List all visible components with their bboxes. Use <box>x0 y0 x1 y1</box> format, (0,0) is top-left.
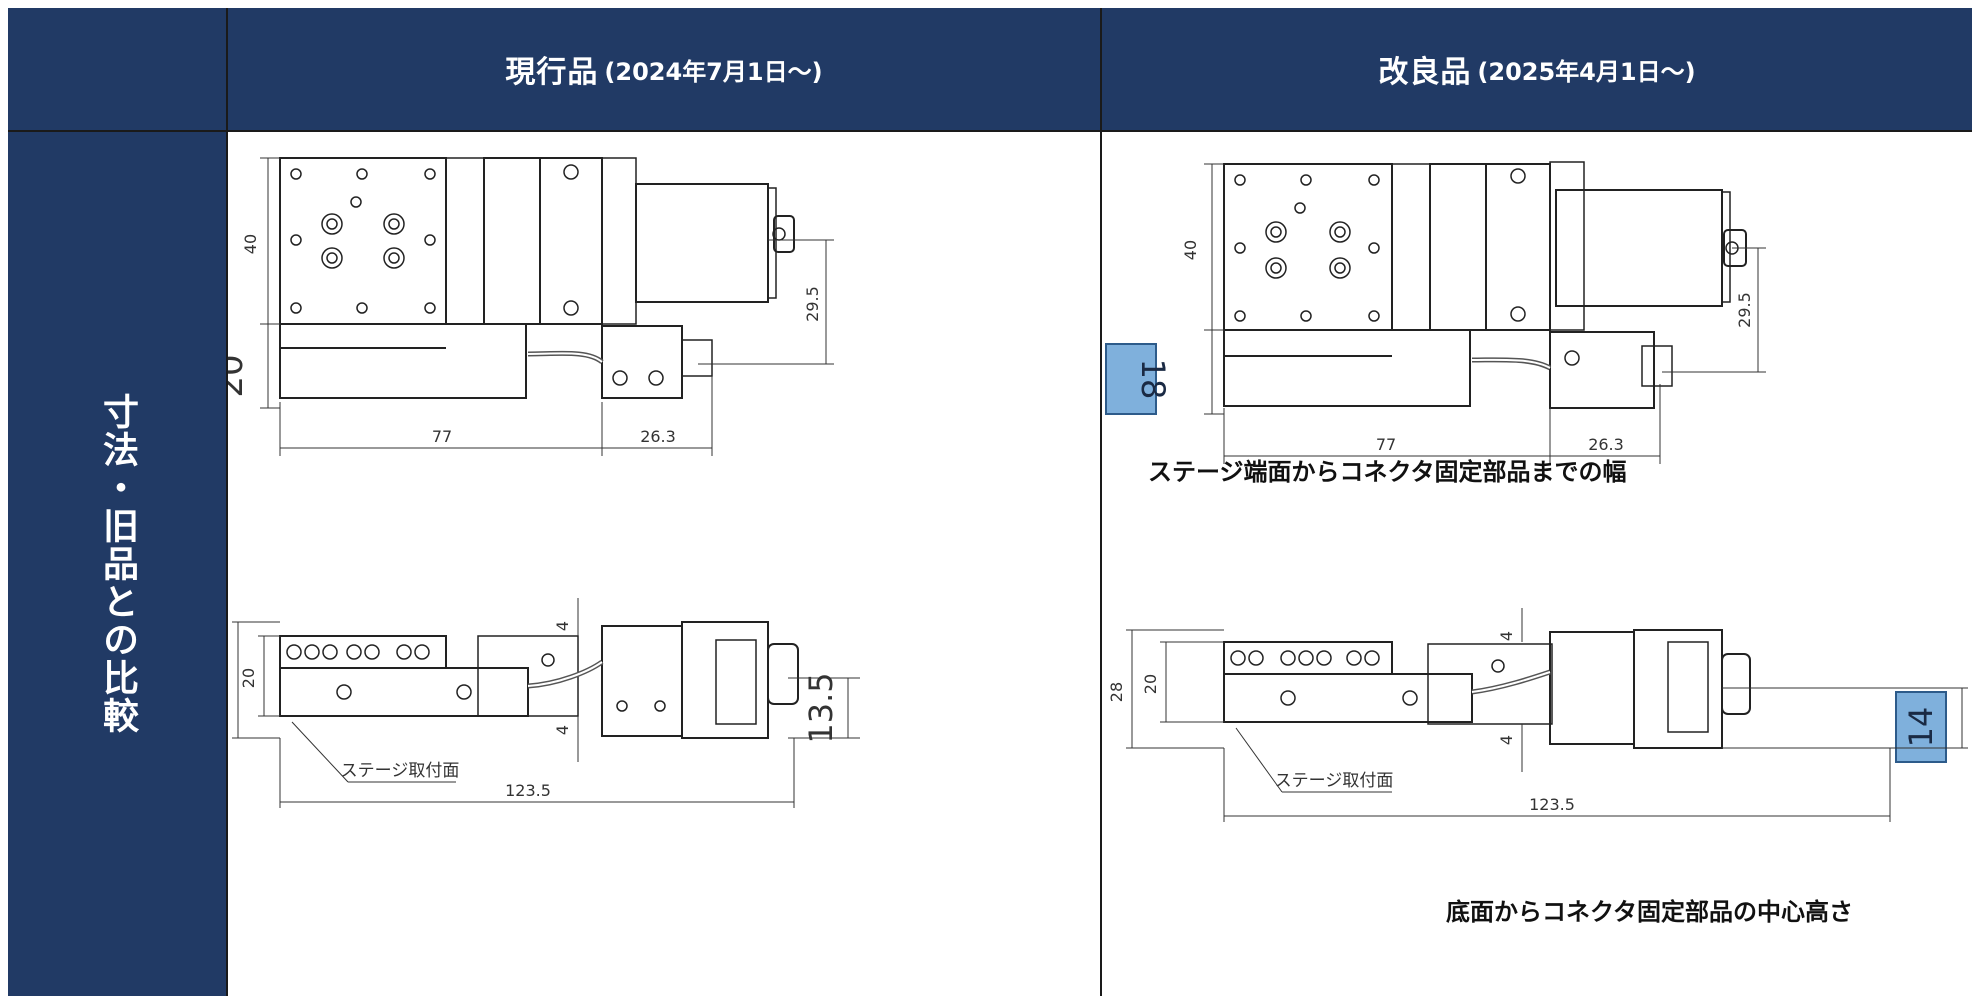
current-date: (2024年7月1日～) <box>604 57 823 86</box>
dim-label: 4 <box>553 725 572 735</box>
dim-label: 20 <box>1141 674 1160 694</box>
stage-table-outline <box>1223 163 1393 331</box>
dim-label: 77 <box>432 427 452 446</box>
dim-label: 18 <box>1134 359 1172 400</box>
dim-label: 4 <box>1497 631 1516 641</box>
header-current-product: 現行品 (2024年7月1日～) <box>228 8 1100 130</box>
row-label-cell: 寸法・旧品との比較 <box>8 132 226 996</box>
comparison-table: 現行品 (2024年7月1日～) 改良品 (2025年4月1日～) 寸法・旧品と… <box>8 8 1972 996</box>
dim-label: 26.3 <box>1588 435 1624 454</box>
current-product-drawing: 40 20 29.5 77 26.3 28 20 4 4 13.5 123.5 … <box>228 157 860 808</box>
note-width: ステージ端面からコネクタ固定部品までの幅 <box>1148 458 1627 486</box>
highlight-box-18 <box>1105 343 1157 415</box>
dim-label: 123.5 <box>505 781 551 800</box>
header-improved-product: 改良品 (2025年4月1日～) <box>1102 8 1972 130</box>
mount-surface-label: ステージ取付面 <box>341 761 460 781</box>
dim-label: 13.5 <box>802 672 840 743</box>
stage-table-outline <box>279 157 447 325</box>
dim-label: 40 <box>241 234 260 254</box>
dim-label: 28 <box>1107 682 1126 702</box>
dim-label: 26.3 <box>640 427 676 446</box>
improved-title: 改良品 <box>1378 55 1472 90</box>
divider <box>226 8 228 996</box>
improved-date: (2025年4月1日～) <box>1477 57 1696 86</box>
dim-label: 123.5 <box>1529 795 1575 814</box>
divider <box>8 130 1972 132</box>
mount-surface-label: ステージ取付面 <box>1275 771 1394 791</box>
highlight-box-14 <box>1895 691 1947 763</box>
dim-label: 40 <box>1181 240 1200 260</box>
divider <box>1100 8 1102 996</box>
row-label: 寸法・旧品との比較 <box>97 393 138 735</box>
dim-label: 4 <box>1497 735 1516 745</box>
dim-label: 29.5 <box>1735 292 1754 328</box>
current-title: 現行品 <box>505 55 599 90</box>
dim-label: 28 <box>228 672 232 692</box>
dim-label: 4 <box>553 621 572 631</box>
improved-product-drawing: 40 18 29.5 77 26.3 28 20 4 4 14 123.5 ステ… <box>1105 161 1968 822</box>
header-corner-cell <box>8 8 226 130</box>
dim-label: 20 <box>228 354 251 397</box>
dim-label: 20 <box>239 668 258 688</box>
dim-label: 14 <box>1902 707 1940 748</box>
dim-label: 29.5 <box>803 286 822 322</box>
note-height: 底面からコネクタ固定部品の中心高さ <box>1446 898 1854 926</box>
dim-label: 77 <box>1376 435 1396 454</box>
